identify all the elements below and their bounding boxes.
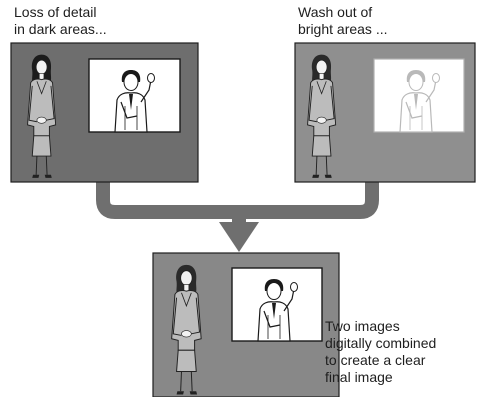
- merge-arrow-icon: [96, 182, 379, 252]
- combined-result-panel: [152, 252, 340, 397]
- combined-caption: Two images digitally combined to create …: [325, 318, 437, 385]
- dark-areas-caption: Loss of detail in dark areas...: [14, 4, 107, 37]
- bright-areas-caption: Wash out of bright areas ...: [298, 4, 388, 37]
- bright-exposure-panel: [294, 42, 476, 183]
- dark-exposure-panel: [10, 42, 199, 183]
